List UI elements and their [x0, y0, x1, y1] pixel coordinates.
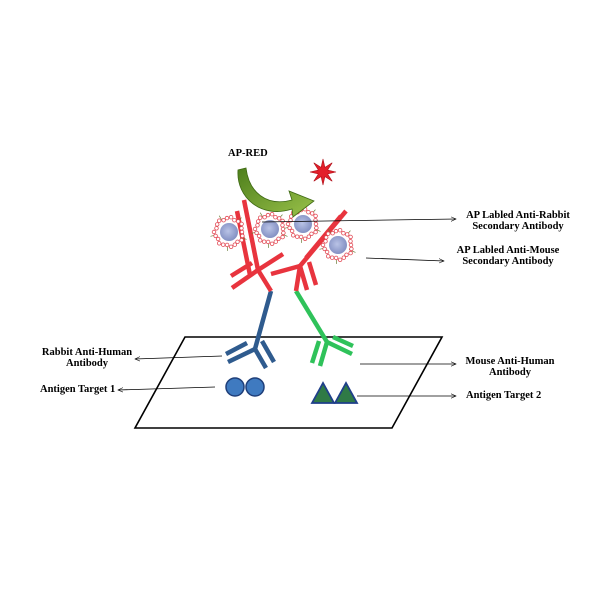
ap-enzyme-1 [210, 214, 247, 251]
mouse-anti-human-label: Mouse Anti-Human Antibody [458, 356, 562, 378]
anti-rabbit-label-line1: AP Labled Anti-Rabbit [466, 210, 570, 221]
antigen-target-2-label: Antigen Target 2 [466, 390, 542, 401]
anti-mouse-label: AP Labled Anti-Mouse Secondary Antibody [446, 245, 570, 267]
ap-enzyme-clusters [210, 206, 356, 264]
rabbit-label-line1: Rabbit Anti-Human [41, 347, 133, 358]
ap-enzyme-3 [284, 206, 321, 243]
reaction-curved-arrow [237, 167, 315, 218]
ap-enzyme-2 [251, 211, 288, 248]
mouse-label-line1: Mouse Anti-Human [465, 356, 555, 367]
anti-rabbit-label: AP Labled Anti-Rabbit Secondary Antibody [456, 210, 580, 232]
mouse-label-line2: Antibody [488, 367, 531, 378]
leader-arrows [118, 219, 456, 396]
ap-enzyme-4 [319, 227, 356, 264]
slide-surface [133, 336, 444, 429]
ap-red-label: AP-RED [228, 148, 268, 159]
anti-rabbit-label-line2: Secondary Antibody [472, 221, 564, 232]
anti-rabbit-secondary-antibody [229, 199, 285, 293]
rabbit-anti-human-label: Rabbit Anti-Human Antibody [33, 347, 141, 369]
rabbit-anti-human-antibody [224, 290, 276, 370]
mouse-anti-human-antibody [294, 289, 354, 367]
anti-mouse-label-line1: AP Labled Anti-Mouse [456, 245, 560, 256]
anti-mouse-secondary-antibody [270, 209, 348, 292]
anti-mouse-label-line2: Secondary Antibody [462, 256, 554, 267]
antigen-target-1 [225, 377, 265, 397]
antigen-target-2 [310, 381, 359, 404]
antigen-target-1-label: Antigen Target 1 [40, 384, 116, 395]
red-star-product-icon [309, 158, 337, 186]
rabbit-label-line2: Antibody [65, 358, 108, 369]
